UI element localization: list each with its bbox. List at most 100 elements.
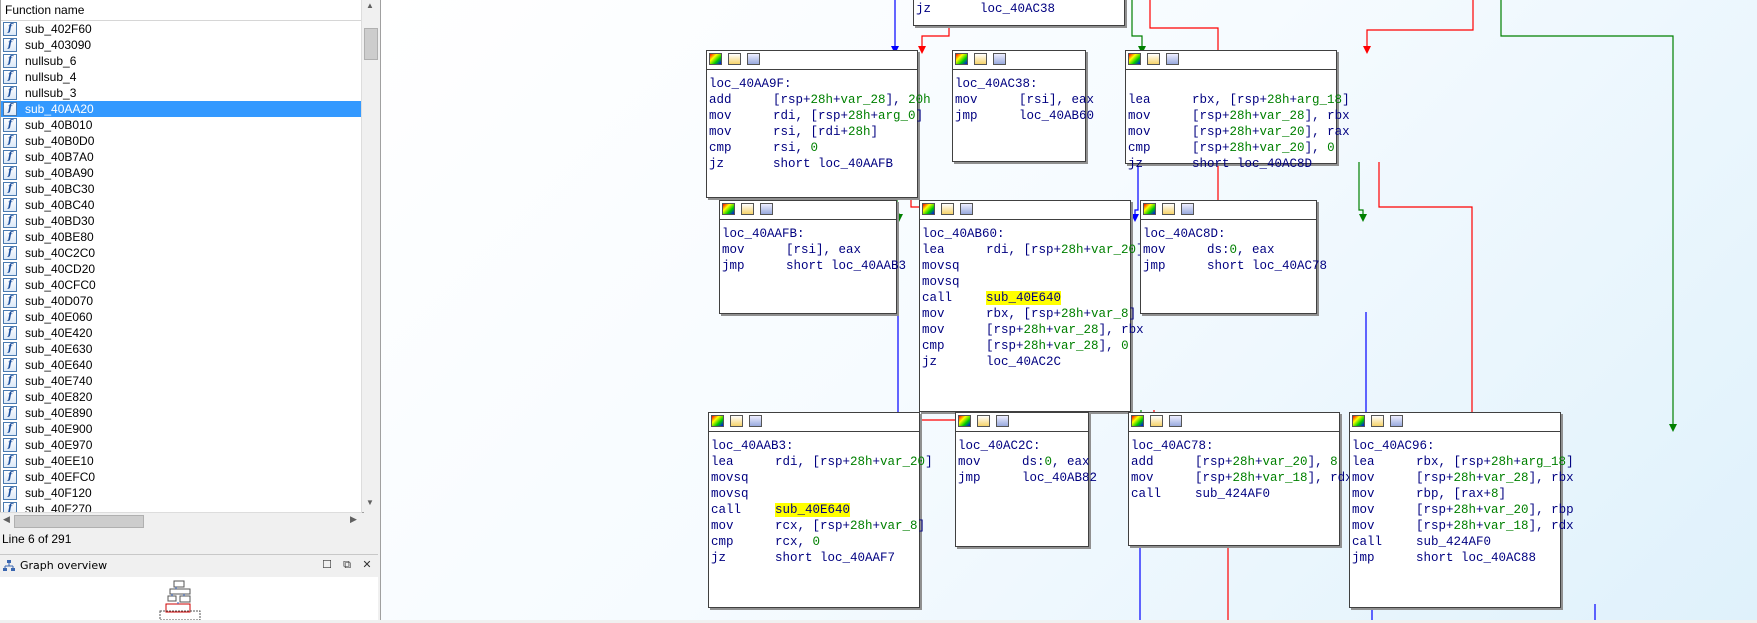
block-label[interactable]: loc_40AC78: — [1131, 439, 1214, 453]
group-icon[interactable] — [993, 53, 1006, 65]
float-icon[interactable]: ⧉ — [343, 559, 351, 571]
highlighted-symbol[interactable]: sub_40E640 — [775, 503, 851, 517]
group-icon[interactable] — [1169, 415, 1182, 427]
block-label[interactable]: loc_40AC38: — [955, 77, 1038, 91]
instruction-line[interactable]: mov[rsp+28h+var_18], rdx — [1352, 518, 1574, 534]
edit-icon[interactable] — [941, 203, 954, 215]
scroll-right-icon[interactable]: ▶ — [350, 514, 357, 524]
group-icon[interactable] — [760, 203, 773, 215]
instruction-line[interactable]: add[rsp+28h+var_28], 20h — [709, 92, 931, 108]
block-label[interactable]: loc_40AC2C: — [958, 439, 1041, 453]
block-label[interactable]: loc_40AAB3: — [711, 439, 794, 453]
group-icon[interactable] — [1390, 415, 1403, 427]
instruction-line[interactable]: add[rsp+28h+var_20], 8 — [1131, 454, 1338, 470]
edit-icon[interactable] — [974, 53, 987, 65]
instruction-line[interactable]: cmp[rsp+28h+var_20], 0 — [1128, 140, 1335, 156]
color-icon[interactable] — [922, 203, 935, 215]
close-icon[interactable]: ✕ — [362, 559, 372, 571]
instruction-line[interactable]: mov[rsp+28h+var_28], rbx — [1352, 470, 1574, 486]
instruction-line[interactable]: movsq — [711, 486, 917, 502]
edit-icon[interactable] — [977, 415, 990, 427]
block-label[interactable]: loc_40AC8D: — [1143, 227, 1226, 241]
group-icon[interactable] — [960, 203, 973, 215]
edit-icon[interactable] — [1147, 53, 1160, 65]
instruction-line[interactable]: mov[rsi], eax — [955, 92, 1094, 108]
instruction-line[interactable]: movsq — [922, 258, 1128, 274]
block-label[interactable]: loc_40AA9F: — [709, 77, 792, 91]
edit-icon[interactable] — [741, 203, 754, 215]
instruction-line[interactable]: mov[rsp+28h+var_28], rbx — [922, 322, 1144, 338]
block-label[interactable]: loc_40AC96: — [1352, 439, 1435, 453]
block-label[interactable]: loc_40AB60: — [922, 227, 1005, 241]
graph-overview-canvas[interactable] — [0, 577, 378, 621]
color-icon[interactable] — [711, 415, 724, 427]
group-icon[interactable] — [996, 415, 1009, 427]
instruction-line[interactable]: mov[rsp+28h+var_20], rbp — [1352, 502, 1574, 518]
color-icon[interactable] — [955, 53, 968, 65]
instruction-line[interactable]: mov[rsi], eax — [722, 242, 894, 258]
group-icon[interactable] — [749, 415, 762, 427]
edit-icon[interactable] — [1162, 203, 1175, 215]
instruction-line[interactable]: movsq — [711, 470, 917, 486]
restore-icon[interactable]: ☐ — [322, 559, 332, 571]
group-icon[interactable] — [1166, 53, 1179, 65]
functions-horizontal-scrollbar[interactable]: ◀ ▶ — [0, 512, 362, 529]
functions-column-header[interactable]: Function name — [1, 0, 363, 21]
edit-icon[interactable] — [1371, 415, 1384, 427]
highlighted-symbol[interactable]: sub_40E640 — [986, 291, 1062, 305]
color-icon[interactable] — [1131, 415, 1144, 427]
